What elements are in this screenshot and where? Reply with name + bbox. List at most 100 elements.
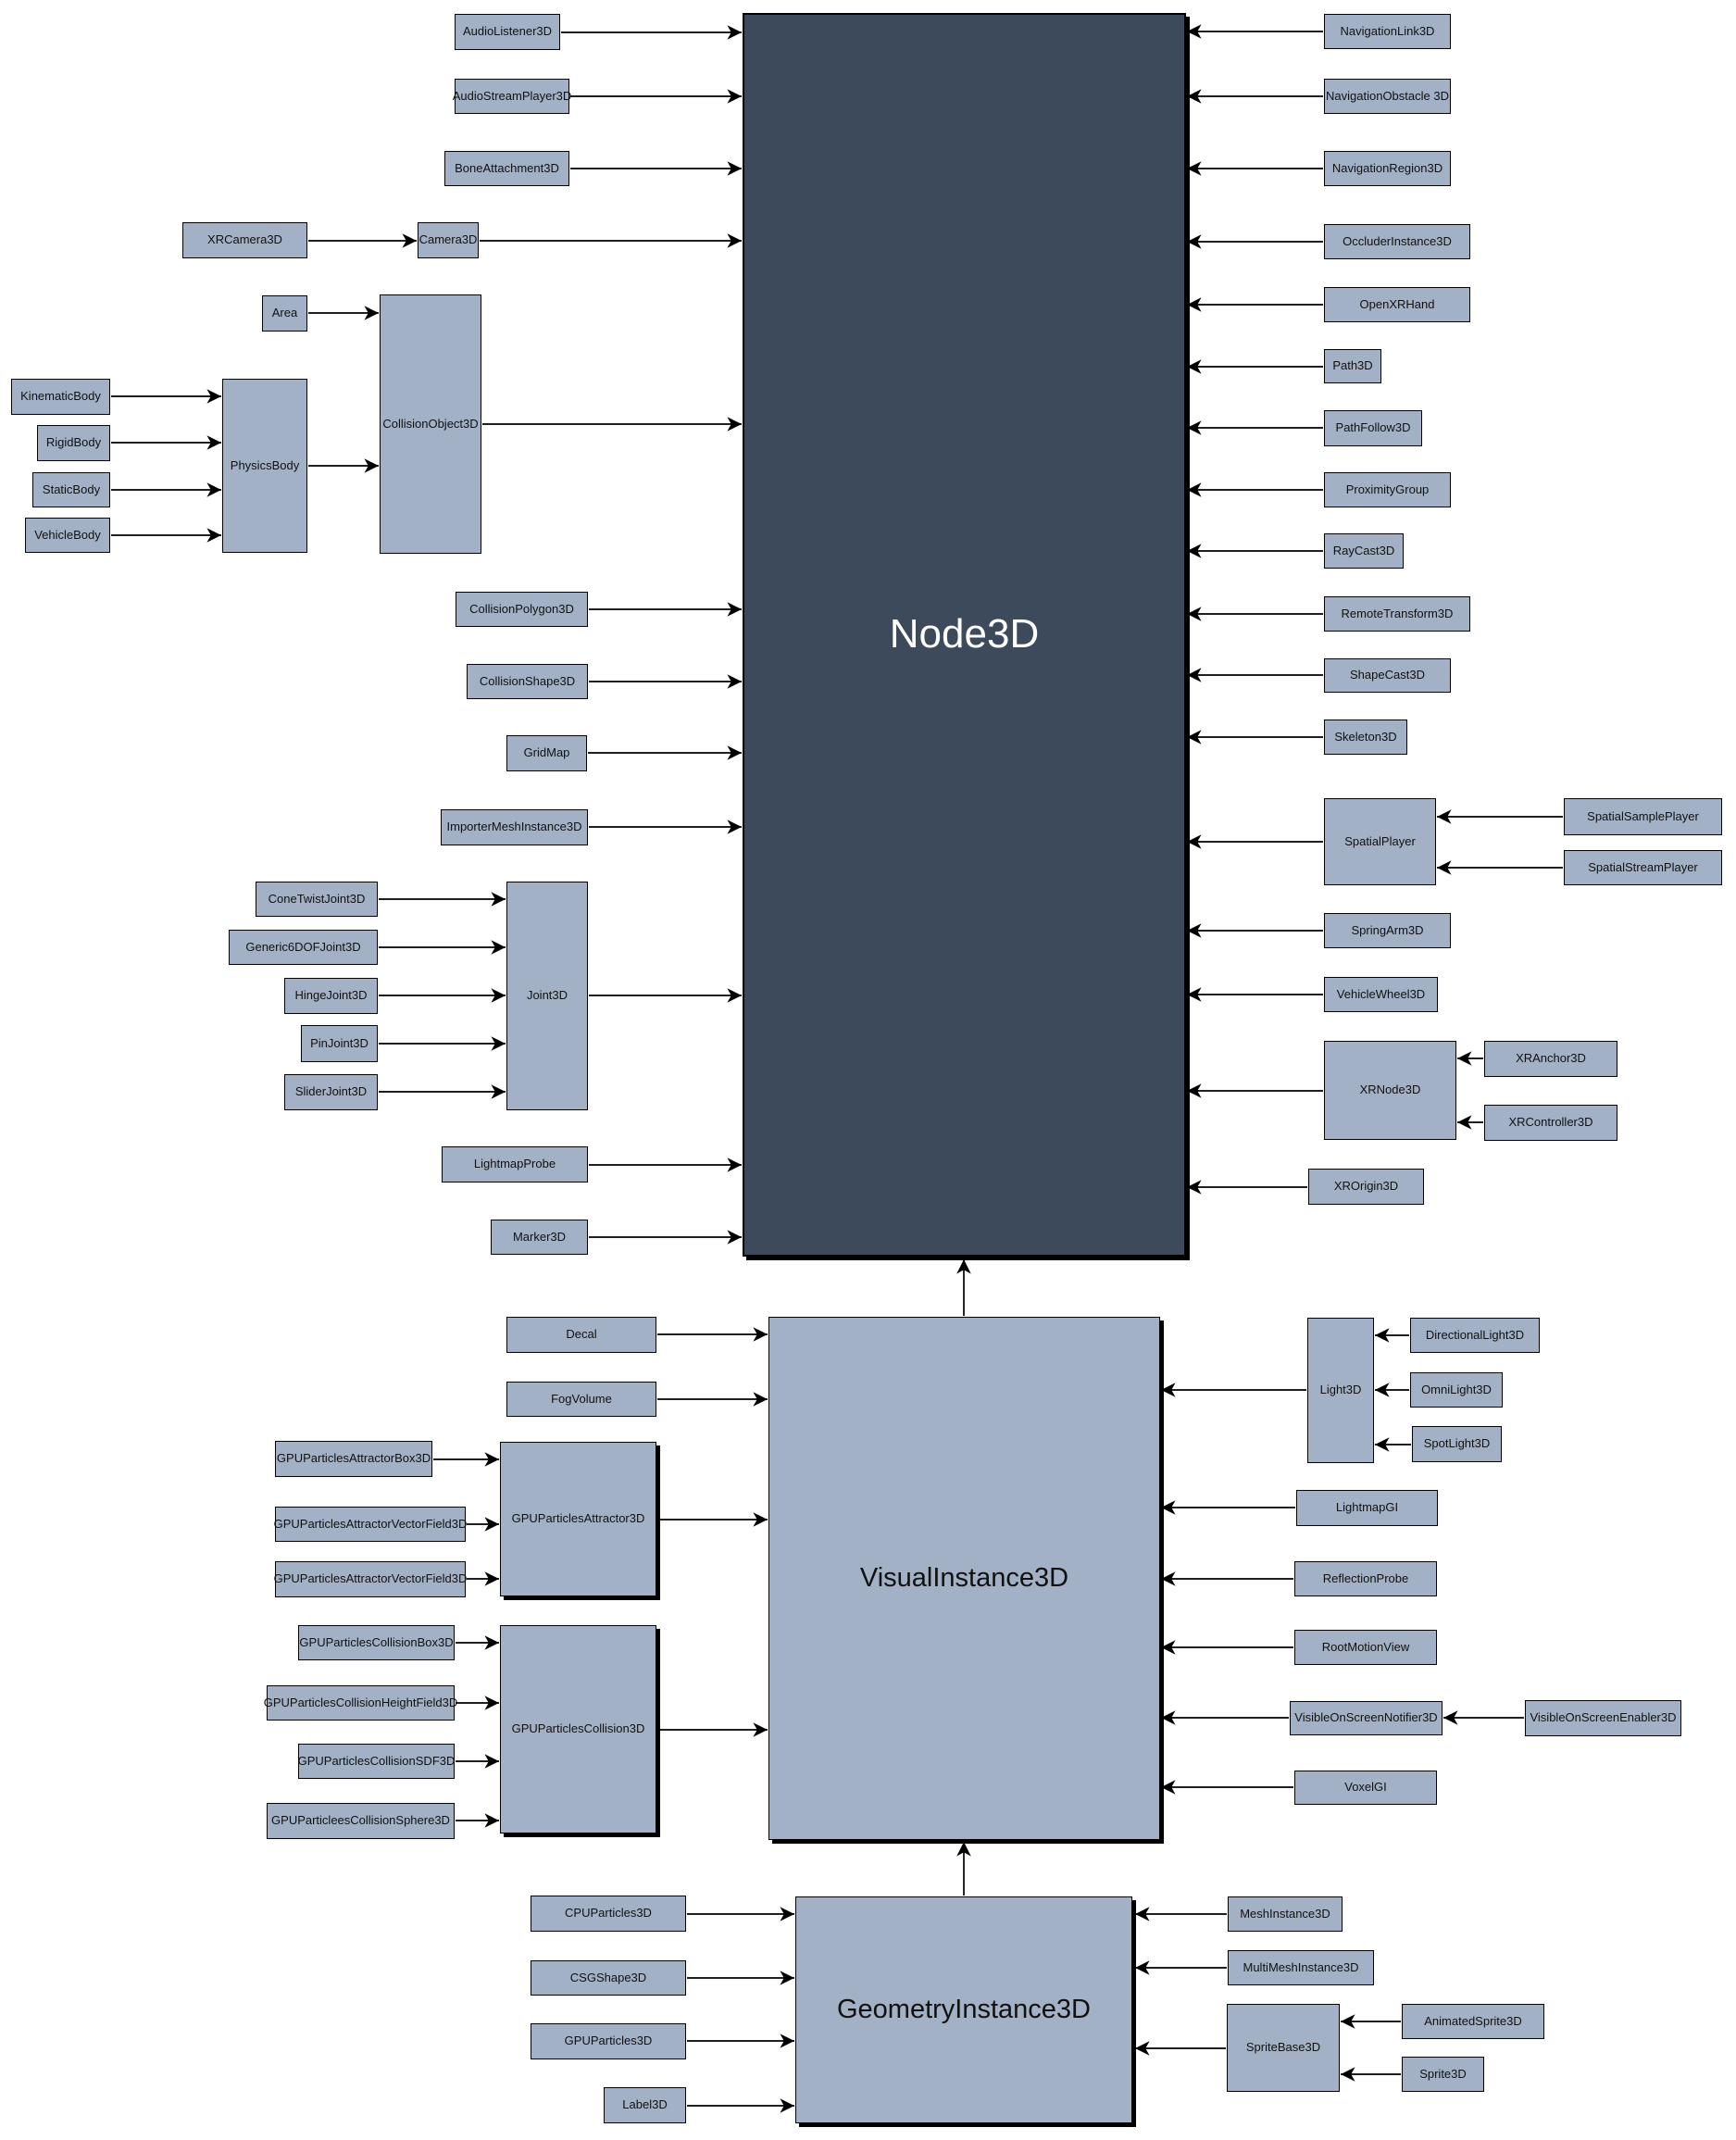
node-animated-sprite-3d: AnimatedSprite3D <box>1402 2004 1544 2039</box>
node-label: RigidBody <box>45 435 102 450</box>
node-physics-body: PhysicsBody <box>222 379 307 553</box>
node-grid-map: GridMap <box>506 735 587 771</box>
node-label: MeshInstance3D <box>1240 1906 1330 1921</box>
node-vehicle-body: VehicleBody <box>25 518 110 553</box>
node-label: GPUParticleesCollisionSphere3D <box>271 1813 450 1828</box>
node-label: Label3D <box>622 2097 668 2112</box>
node-visual-instance-3d: VisualInstance3D <box>768 1317 1160 1840</box>
node-cpu-particles-3d: CPUParticles3D <box>531 1896 686 1932</box>
node-label: VisibleOnScreenEnabler3D <box>1530 1710 1677 1725</box>
node-skeleton-3d: Skeleton3D <box>1324 720 1407 755</box>
node-label: GPUParticlesCollisionBox3D <box>299 1634 454 1649</box>
node-label: OmniLight3D <box>1421 1382 1492 1396</box>
node-geometry-instance-3d: GeometryInstance3D <box>795 1896 1132 2123</box>
node-label: GPUParticlesAttractor3D <box>511 1511 645 1526</box>
node-lightmap-probe: LightmapProbe <box>442 1146 588 1183</box>
node-label: Joint3D <box>526 988 568 1003</box>
node-label: Generic6DOFJoint3D <box>245 939 361 954</box>
node-label: SpotLight3D <box>1423 1436 1491 1451</box>
node-gpu-particles-collision-sdf-3d: GPUParticlesCollisionSDF3D <box>298 1744 455 1779</box>
node-joint-3d: Joint3D <box>506 882 588 1110</box>
node-label: NavigationObstacle 3D <box>1326 88 1449 103</box>
node-label: ProximityGroup <box>1345 482 1430 496</box>
node-gpu-particles-collision-height-field-3d: GPUParticlesCollisionHeightField3D <box>264 1685 457 1721</box>
node-label: XROrigin3D <box>1333 1179 1399 1194</box>
node-xr-origin-3d: XROrigin3D <box>1308 1169 1424 1205</box>
node-label: LightmapGI <box>1335 1500 1399 1515</box>
node-gpu-particles-collision-3d: GPUParticlesCollision3D <box>500 1625 656 1833</box>
node-ray-cast-3d: RayCast3D <box>1324 533 1404 569</box>
node-spatial-sample-player: SpatialSamplePlayer <box>1564 798 1722 835</box>
node-label: CSGShape3D <box>569 1970 647 1984</box>
node-label: CollisionObject3D <box>382 416 479 431</box>
node-occluder-instance-3d: OccluderInstance3D <box>1324 224 1470 259</box>
node-label: Sprite3D <box>1419 2066 1467 2081</box>
node-xr-camera-3d: XRCamera3D <box>182 222 307 258</box>
node-mesh-instance-3d: MeshInstance3D <box>1228 1896 1343 1932</box>
node-gpu-particlees-collision-sphere-3d: GPUParticleesCollisionSphere3D <box>267 1803 455 1839</box>
node-label: RayCast3D <box>1332 543 1395 557</box>
node-label: CPUParticles3D <box>565 1906 652 1921</box>
node-label: GPUParticlesCollision3D <box>511 1721 645 1736</box>
node-xr-controller-3d: XRController3D <box>1484 1105 1617 1141</box>
node-spring-arm-3d: SpringArm3D <box>1324 913 1451 948</box>
node-label: CollisionShape3D <box>479 673 576 688</box>
node-static-body: StaticBody <box>32 472 110 507</box>
node-label: GPUParticlesAttractorVectorField3D <box>273 1516 468 1531</box>
node-label: Node3D <box>889 611 1040 657</box>
node-generic-6dof-joint-3d: Generic6DOFJoint3D <box>229 930 378 965</box>
node-kinematic-body: KinematicBody <box>11 379 110 415</box>
node-label: ShapeCast3D <box>1350 668 1425 682</box>
node-label: MultiMeshInstance3D <box>1243 1959 1359 1974</box>
node-xr-anchor-3d: XRAnchor3D <box>1484 1041 1617 1077</box>
node-label: XRAnchor3D <box>1516 1051 1586 1066</box>
node-shape-cast-3d: ShapeCast3D <box>1324 658 1451 693</box>
node-label: GridMap <box>523 745 570 760</box>
node-gpu-particles-collision-box-3d: GPUParticlesCollisionBox3D <box>298 1625 455 1660</box>
node-label: HingeJoint3D <box>294 988 368 1003</box>
node-label: KinematicBody <box>20 389 101 404</box>
node-path-3d: Path3D <box>1324 349 1381 383</box>
node-audio-stream-player-3d: AudioStreamPlayer3D <box>453 79 571 114</box>
node-label: SpriteBase3D <box>1245 2040 1321 2055</box>
node-label: Skeleton3D <box>1334 729 1397 744</box>
node-label: PhysicsBody <box>230 457 300 472</box>
node-label: SpatialSamplePlayer <box>1587 808 1699 823</box>
node-hinge-joint-3d: HingeJoint3D <box>284 978 378 1014</box>
node-label: SpatialPlayer <box>1344 833 1416 848</box>
node-spatial-stream-player: SpatialStreamPlayer <box>1564 850 1722 885</box>
node-xr-node-3d: XRNode3D <box>1324 1041 1456 1140</box>
node-node-3d: Node3D <box>743 13 1186 1257</box>
node-open-xr-hand: OpenXRHand <box>1324 287 1470 322</box>
node-label: SpringArm3D <box>1351 922 1424 937</box>
node-slider-joint-3d: SliderJoint3D <box>284 1074 378 1110</box>
node-label: DirectionalLight3D <box>1425 1327 1525 1342</box>
node-label: VehicleWheel3D <box>1336 986 1426 1001</box>
node-rigid-body: RigidBody <box>37 425 110 461</box>
node-label: VehicleBody <box>34 527 101 542</box>
node-label: LightmapProbe <box>473 1157 556 1171</box>
node-label: VisualInstance3D <box>859 1562 1069 1593</box>
node-spot-light-3d: SpotLight3D <box>1412 1426 1502 1462</box>
node-path-follow-3d: PathFollow3D <box>1324 410 1422 446</box>
node-area: Area <box>262 295 307 332</box>
node-collision-polygon-3d: CollisionPolygon3D <box>456 592 588 627</box>
node-label: GPUParticlesAttractorBox3D <box>276 1451 431 1466</box>
node-label: Decal <box>566 1327 597 1342</box>
node-label: StaticBody <box>42 482 101 496</box>
node-spatial-player: SpatialPlayer <box>1324 798 1436 885</box>
node-label: OccluderInstance3D <box>1343 233 1452 248</box>
node-bone-attachment-3d: BoneAttachment3D <box>444 151 569 186</box>
node-label: AudioListener3D <box>462 24 553 39</box>
node-navigation-obstacle-3d: NavigationObstacle 3D <box>1324 79 1451 114</box>
node-label: Path3D <box>1332 358 1373 373</box>
node-vehicle-wheel-3d: VehicleWheel3D <box>1324 977 1438 1012</box>
node-label: NavigationLink3D <box>1340 23 1435 38</box>
node-audio-listener-3d: AudioListener3D <box>455 14 560 50</box>
node-decal: Decal <box>506 1317 656 1353</box>
node-navigation-link-3d: NavigationLink3D <box>1324 14 1451 49</box>
node-label: GPUParticlesCollisionSDF3D <box>297 1753 456 1768</box>
node-label: XRController3D <box>1508 1115 1593 1130</box>
node-root-motion-view: RootMotionView <box>1294 1630 1437 1665</box>
